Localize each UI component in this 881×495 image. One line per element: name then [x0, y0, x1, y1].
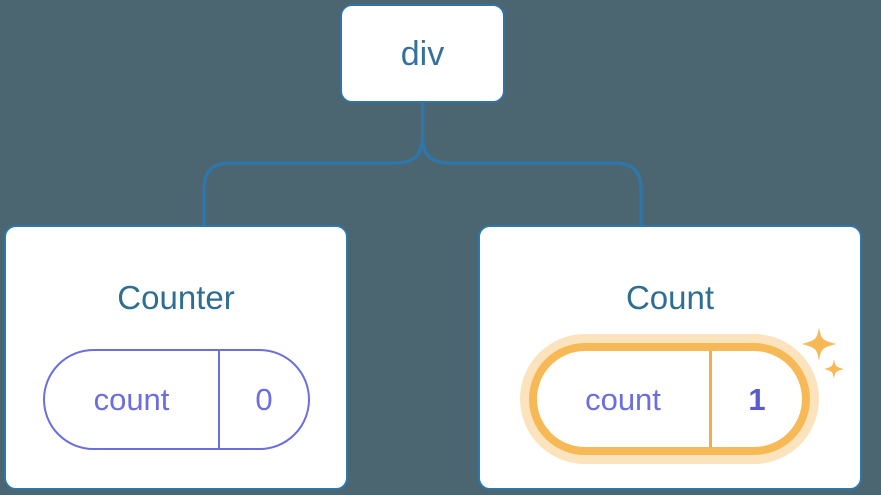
component-title: Count [625, 279, 715, 316]
component-card-count: Count count 1 [478, 225, 862, 490]
state-value-cell: 0 [220, 351, 308, 448]
state-pill-highlighted: count 1 [529, 343, 810, 455]
state-pill-highlight-glow: count 1 [520, 334, 819, 464]
sparkle-icon-small [824, 359, 844, 379]
state-key-cell: count [537, 351, 712, 447]
sparkles-icon [802, 327, 844, 379]
state-pill: count 0 [43, 349, 310, 450]
root-node-div: div [340, 4, 505, 103]
component-title: Counter [117, 279, 235, 316]
state-value: 1 [748, 381, 766, 417]
state-value-cell: 1 [712, 351, 802, 447]
state-key-label: count [93, 382, 170, 417]
connector-left-branch [202, 103, 425, 226]
connector-right-branch [420, 103, 643, 226]
sparkle-icon-large [802, 327, 836, 361]
state-value: 0 [255, 382, 273, 417]
component-card-counter: Counter count 0 [4, 225, 348, 490]
root-node-label: div [400, 34, 445, 73]
state-key-label: count [585, 381, 661, 417]
state-key-cell: count [45, 351, 220, 448]
